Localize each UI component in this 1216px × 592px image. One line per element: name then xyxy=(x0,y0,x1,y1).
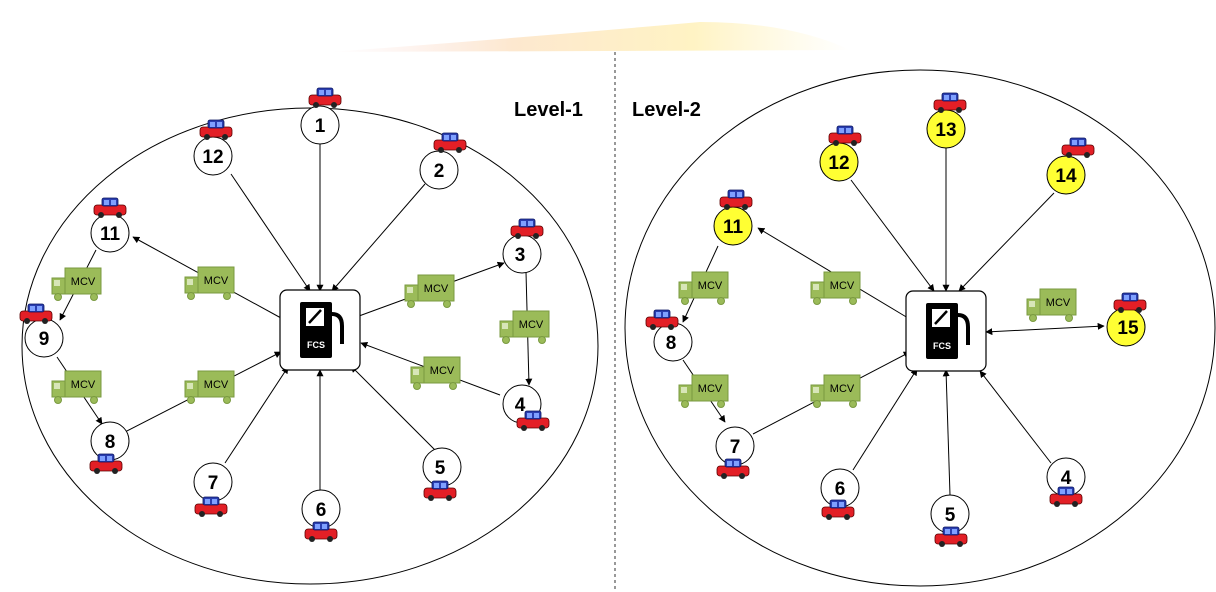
car-icon xyxy=(194,496,228,518)
node-6: 6 xyxy=(301,489,341,543)
svg-text:MCV: MCV xyxy=(424,283,449,295)
node-label: 12 xyxy=(202,147,223,168)
node-7: 7 xyxy=(715,426,755,480)
svg-text:MCV: MCV xyxy=(71,379,96,391)
node-8: 8 xyxy=(645,309,693,362)
node-label: 4 xyxy=(515,395,526,416)
node-15: 15 xyxy=(1106,292,1147,347)
node-6: 6 xyxy=(820,468,860,521)
mcv-truck: MCV xyxy=(51,267,102,301)
mcv-truck: MCV xyxy=(410,356,461,390)
level-1-boundary xyxy=(21,107,599,585)
node-3: 3 xyxy=(502,218,544,274)
car-icon xyxy=(719,189,753,211)
node-4: 4 xyxy=(1046,457,1086,508)
car-icon xyxy=(933,92,967,114)
node-5: 5 xyxy=(930,494,970,548)
car-icon xyxy=(433,132,467,154)
car-icon xyxy=(304,521,338,543)
car-icon xyxy=(93,197,127,219)
node-9: 9 xyxy=(19,303,64,358)
mcv-truck: MCV xyxy=(678,271,729,305)
node-label: 8 xyxy=(666,333,677,354)
node-11: 11 xyxy=(90,197,130,253)
node-label: 2 xyxy=(434,161,445,182)
node-label: 12 xyxy=(828,153,849,174)
node-label: 11 xyxy=(100,224,121,245)
svg-text:MCV: MCV xyxy=(830,280,855,292)
fcs-hub: FCS xyxy=(279,289,361,371)
mcv-truck: MCV xyxy=(404,274,455,308)
node-2: 2 xyxy=(419,132,467,190)
mcv-truck: MCV xyxy=(678,374,729,408)
mcv-truck: MCV xyxy=(810,271,861,305)
node-label: 8 xyxy=(105,432,116,453)
node-12: 12 xyxy=(193,119,233,176)
mcv-truck: MCV xyxy=(1026,288,1077,322)
node-label: 7 xyxy=(208,473,219,494)
car-icon xyxy=(645,309,679,331)
svg-text:MCV: MCV xyxy=(204,275,229,287)
svg-text:MCV: MCV xyxy=(71,276,96,288)
svg-text:MCV: MCV xyxy=(1046,297,1071,309)
car-icon xyxy=(199,119,233,141)
svg-text:MCV: MCV xyxy=(698,280,723,292)
node-4: 4 xyxy=(502,384,550,432)
svg-text:MCV: MCV xyxy=(430,365,455,377)
fcs-label: FCS xyxy=(933,341,951,351)
node-label: 7 xyxy=(730,437,741,458)
node-label: 9 xyxy=(39,329,50,350)
mcv-truck: MCV xyxy=(184,370,235,404)
decorative-glow xyxy=(330,22,850,52)
svg-text:MCV: MCV xyxy=(204,379,229,391)
svg-text:MCV: MCV xyxy=(698,383,723,395)
level-1-title: Level-1 xyxy=(514,99,583,121)
node-label: 3 xyxy=(515,245,526,266)
node-14: 14 xyxy=(1046,137,1095,195)
mcv-truck: MCV xyxy=(51,370,102,404)
node-label: 6 xyxy=(316,500,327,521)
car-icon xyxy=(510,218,544,240)
fcs-hub: FCS xyxy=(905,290,987,372)
car-icon xyxy=(308,87,342,109)
svg-text:MCV: MCV xyxy=(830,383,855,395)
mcv-truck: MCV xyxy=(810,374,861,408)
level-2-title: Level-2 xyxy=(632,99,701,121)
node-label: 5 xyxy=(435,458,446,479)
fcs-label: FCS xyxy=(307,340,325,350)
node-8: 8 xyxy=(89,421,130,475)
node-label: 13 xyxy=(935,120,956,141)
car-icon xyxy=(1113,292,1147,314)
svg-text:MCV: MCV xyxy=(519,319,544,331)
level-2-boundary xyxy=(624,69,1216,587)
node-label: 14 xyxy=(1055,166,1077,187)
node-12: 12 xyxy=(819,125,862,182)
car-icon xyxy=(1061,137,1095,159)
node-13: 13 xyxy=(926,92,967,149)
node-5: 5 xyxy=(422,447,462,502)
node-label: 4 xyxy=(1061,468,1072,489)
node-1: 1 xyxy=(300,87,342,145)
node-label: 1 xyxy=(315,116,326,137)
node-label: 5 xyxy=(945,505,956,526)
level-2-panel: Level-2 FCS 13 xyxy=(624,69,1216,587)
node-label: 15 xyxy=(1117,318,1139,339)
node-label: 11 xyxy=(723,217,744,238)
mcv-truck: MCV xyxy=(499,310,550,344)
car-icon xyxy=(19,303,53,325)
node-label: 6 xyxy=(835,479,846,500)
car-icon xyxy=(828,125,862,147)
node-11: 11 xyxy=(713,189,753,246)
node-7: 7 xyxy=(193,462,233,518)
level-1-panel: Level-1 FCS xyxy=(19,87,599,585)
mcv-truck: MCV xyxy=(184,266,235,300)
